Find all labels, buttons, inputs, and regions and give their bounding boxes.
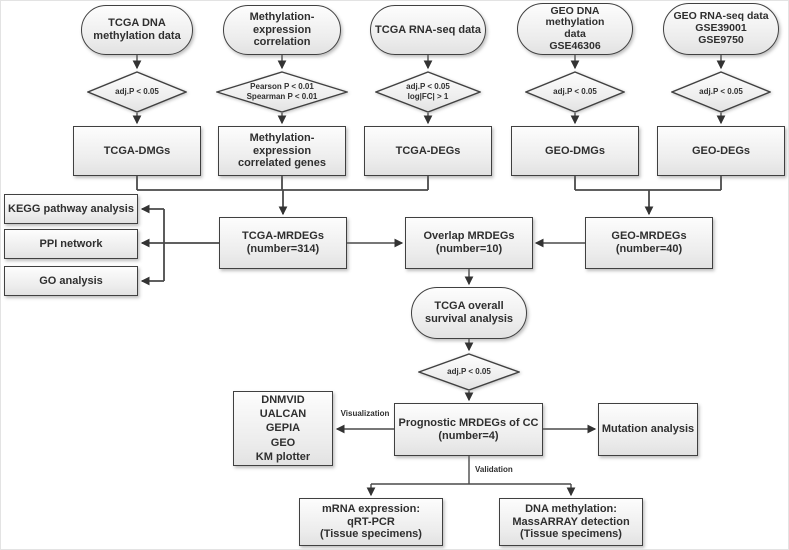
filter-label: adj.P < 0.05 log|FC| > 1 <box>406 81 450 101</box>
node-mutation-analysis: Mutation analysis <box>598 403 698 456</box>
node-label: PPI network <box>39 237 103 250</box>
source-geo-rna-seq: GEO RNA-seq data GSE39001 GSE9750 <box>663 3 779 55</box>
filter-diamond-geo-dmg: adj.P < 0.05 <box>525 71 625 113</box>
node-visualization-tools: DNMVID UALCAN GEPIA GEO KM plotter <box>233 391 333 466</box>
node-label: TCGA-DMGs <box>103 144 171 157</box>
node-label: TCGA-DEGs <box>395 144 461 157</box>
filter-diamond-correlation: Pearson P < 0.01 Spearman P < 0.01 <box>216 71 348 113</box>
enrichment-branch-connector <box>140 204 219 286</box>
node-label: DNMVID UALCAN GEPIA GEO KM plotter <box>255 393 311 463</box>
node-label: TCGA overall survival analysis <box>424 300 514 325</box>
node-methylation-expression-correlated-genes: Methylation-expression correlated genes <box>218 126 346 176</box>
source-tcga-dna-methylation: TCGA DNA methylation data <box>81 5 193 55</box>
edge-label-validation: Validation <box>475 465 513 474</box>
node-mrna-expression-validation: mRNA expression: qRT-PCR (Tissue specime… <box>299 498 443 546</box>
edge-label-visualization: Visualization <box>340 409 390 418</box>
node-prognostic-mrdegs: Prognostic MRDEGs of CC (number=4) <box>394 403 543 456</box>
source-label: GEO RNA-seq data GSE39001 GSE9750 <box>673 10 769 46</box>
node-label: GEO-MRDEGs (number=40) <box>611 230 687 255</box>
node-tcga-mrdegs: TCGA-MRDEGs (number=314) <box>219 217 347 269</box>
filter-label: adj.P < 0.05 <box>553 86 597 96</box>
source-label: GEO DNA methylation data GSE46306 <box>545 4 605 52</box>
filter-label: adj.P < 0.05 <box>115 86 159 96</box>
node-label: Mutation analysis <box>601 423 695 436</box>
node-label: KEGG pathway analysis <box>8 202 134 215</box>
node-go-analysis: GO analysis <box>4 266 138 296</box>
validation-connectors <box>366 456 576 497</box>
node-kegg-pathway-analysis: KEGG pathway analysis <box>4 194 138 224</box>
filter-label: Pearson P < 0.01 Spearman P < 0.01 <box>246 81 318 101</box>
node-overlap-mrdegs: Overlap MRDEGs (number=10) <box>405 217 533 269</box>
node-ppi-network: PPI network <box>4 229 138 259</box>
node-label: mRNA expression: qRT-PCR (Tissue specime… <box>320 502 422 541</box>
tcga-merge-connector <box>136 176 429 216</box>
filter-diamond-geo-deg: adj.P < 0.05 <box>671 71 771 113</box>
source-label: TCGA RNA-seq data <box>375 23 481 36</box>
geo-merge-connector <box>574 176 722 216</box>
node-label: GEO-DEGs <box>691 144 751 157</box>
source-label: Methylation- expression correlation <box>249 10 315 49</box>
node-label: Prognostic MRDEGs of CC (number=4) <box>398 416 539 442</box>
node-geo-degs: GEO-DEGs <box>657 126 785 176</box>
source-label: TCGA DNA methylation data <box>93 17 181 42</box>
node-label: Overlap MRDEGs (number=10) <box>423 230 515 255</box>
column-arrows <box>132 55 726 125</box>
source-geo-dna-methylation: GEO DNA methylation data GSE46306 <box>517 3 633 55</box>
source-tcga-rna-seq: TCGA RNA-seq data <box>370 5 486 55</box>
filter-diamond-tcga-deg: adj.P < 0.05 log|FC| > 1 <box>375 71 481 113</box>
source-methylation-expression-correlation: Methylation- expression correlation <box>223 5 341 55</box>
node-geo-dmgs: GEO-DMGs <box>511 126 639 176</box>
node-label: Methylation-expression correlated genes <box>237 131 327 170</box>
node-geo-mrdegs: GEO-MRDEGs (number=40) <box>585 217 713 269</box>
filter-diamond-tcga-dmg: adj.P < 0.05 <box>87 71 187 113</box>
node-tcga-overall-survival-analysis: TCGA overall survival analysis <box>411 287 527 339</box>
node-tcga-degs: TCGA-DEGs <box>364 126 492 176</box>
node-dna-methylation-validation: DNA methylation: MassARRAY detection (Ti… <box>499 498 643 546</box>
filter-diamond-survival: adj.P < 0.05 <box>418 353 520 391</box>
filter-label: adj.P < 0.05 <box>699 86 743 96</box>
node-label: GEO-DMGs <box>545 144 605 157</box>
node-tcga-dmgs: TCGA-DMGs <box>73 126 201 176</box>
node-label: TCGA-MRDEGs (number=314) <box>242 230 324 255</box>
node-label: GO analysis <box>39 274 103 287</box>
filter-label: adj.P < 0.05 <box>447 366 491 376</box>
node-label: DNA methylation: MassARRAY detection (Ti… <box>512 502 630 541</box>
